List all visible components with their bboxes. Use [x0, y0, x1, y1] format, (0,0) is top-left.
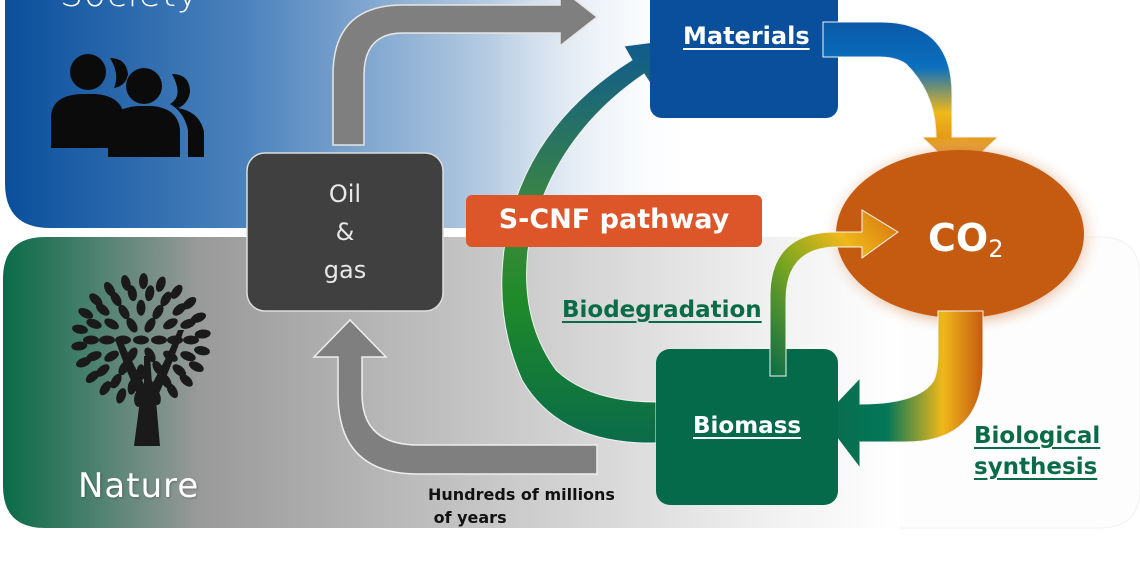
oil-gas-line-1: Oil: [328, 180, 362, 208]
tree-leaf: [160, 291, 172, 307]
arrow-materials-to-co2: [822, 21, 1000, 174]
materials-label[interactable]: Materials: [683, 22, 810, 50]
oil-gas-label: Oil & gas: [247, 175, 443, 289]
tree-leaf: [104, 281, 116, 297]
tree-leaf: [182, 297, 197, 310]
tree-leaf: [127, 285, 137, 302]
arrow-nature-to-oil: [312, 318, 598, 475]
materials-box: [650, 0, 838, 118]
tree-leaf: [194, 329, 211, 339]
tree-leaf: [166, 383, 178, 399]
tree-leaf: [86, 318, 102, 329]
tree-leaf: [179, 373, 193, 387]
tree-leaf: [180, 351, 196, 362]
co2-text: CO: [928, 216, 989, 260]
co2-node: [836, 150, 1084, 318]
tree-leaf: [163, 318, 178, 330]
biomass-label[interactable]: Biomass: [693, 413, 802, 439]
tree-leaf: [170, 284, 183, 299]
arrow-oil-to-materials: [332, 0, 599, 146]
tree-leaf: [136, 364, 146, 381]
hundreds-line-1: Hundreds of millions: [428, 485, 615, 504]
tree-leaf: [118, 360, 130, 376]
tree-leaf: [104, 318, 119, 330]
biological-synthesis-label[interactable]: Biological synthesis: [974, 421, 1100, 483]
people-group-icon: [51, 54, 204, 157]
arrow-co2-to-biomass: [821, 310, 984, 470]
tree-leaf: [155, 276, 166, 292]
tree-leaf: [126, 347, 138, 363]
tree-leaf: [190, 312, 207, 323]
tree-leaf: [116, 388, 127, 404]
tree-leaf: [121, 275, 131, 291]
tree-leaf: [133, 390, 144, 407]
tree-leaf: [145, 378, 155, 395]
biomass-box: [656, 349, 838, 505]
tree-leaf: [71, 341, 88, 351]
society-panel-title: Society: [60, 0, 199, 15]
tree-leaf: [172, 364, 187, 377]
co2-label: CO2: [928, 216, 1003, 263]
biological-synthesis-line-1: Biological: [974, 423, 1101, 449]
tree-leaf: [183, 335, 199, 345]
hundreds-of-millions-label: Hundreds of millions of years: [428, 483, 615, 529]
scnf-pathway-badge: S-CNF pathway: [466, 195, 762, 247]
arrow-biomass-to-co2: [769, 209, 899, 377]
tree-leaf: [138, 273, 149, 290]
oil-gas-line-2: &: [335, 218, 355, 246]
co2-subscript: 2: [988, 235, 1004, 263]
oil-gas-line-3: gas: [323, 256, 367, 284]
hundreds-line-2: of years: [428, 508, 507, 527]
biodegradation-label[interactable]: Biodegradation: [562, 297, 762, 323]
tree-leaf: [144, 317, 156, 333]
oil-gas-box: [246, 152, 444, 312]
tree-leaf: [110, 373, 122, 389]
tree-leaf: [151, 389, 161, 405]
tree-leaf: [145, 285, 155, 302]
tree-leaf: [144, 347, 156, 363]
nature-panel-title: Nature: [78, 466, 200, 506]
tree-leaf: [75, 357, 92, 368]
tree-leaf: [78, 307, 94, 319]
tree-leaf: [118, 304, 130, 320]
tree-leaf: [99, 381, 112, 396]
tree-leaf: [152, 360, 164, 376]
tree-leaf: [104, 350, 119, 362]
tree-leaf: [136, 299, 146, 316]
biological-synthesis-line-2: synthesis: [974, 454, 1098, 480]
tree-leaf: [127, 378, 137, 395]
tree-leaf: [167, 335, 183, 345]
tree-leaf: [72, 324, 88, 334]
tree-leaf: [85, 370, 100, 383]
tree-icon: [71, 273, 211, 446]
tree-leaf: [95, 303, 110, 316]
tree-leaf: [133, 335, 149, 345]
tree-leaf: [152, 304, 164, 320]
tree-leaf: [163, 350, 178, 362]
tree-leaf: [188, 361, 204, 373]
tree-leaf: [83, 335, 99, 345]
tree-leaf: [115, 335, 131, 345]
tree-leaf: [151, 335, 167, 345]
tree-leaf: [194, 346, 210, 356]
tree-leaf: [89, 293, 103, 307]
tree-leaf: [126, 317, 138, 333]
tree-leaf: [99, 335, 115, 345]
